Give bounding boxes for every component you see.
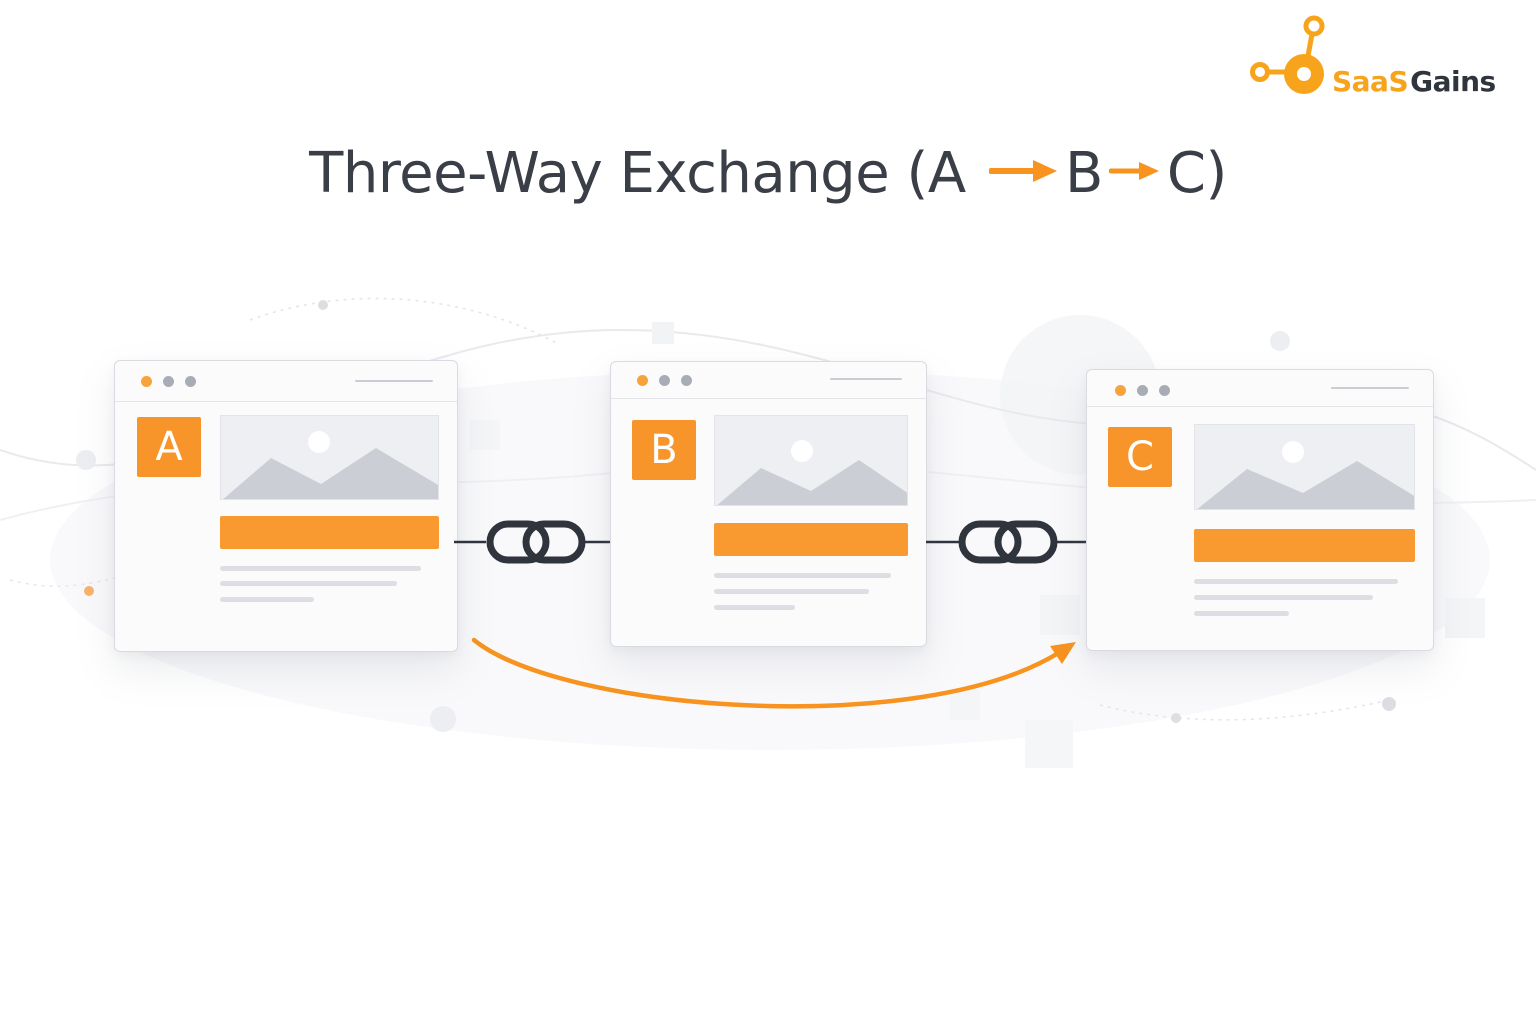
logo-text-saas: SaaS [1332,65,1409,98]
site-card-b: B [610,361,927,647]
site-label-badge: B [632,420,696,480]
browser-toolbar [611,362,926,399]
right-arrow-icon-2 [1108,161,1159,180]
window-dot-icon [637,375,648,386]
text-line [714,605,795,610]
text-line [220,597,314,602]
address-bar-line [355,380,433,382]
title-middle: B [1064,141,1103,206]
text-line [1194,579,1398,584]
text-line [1194,595,1373,600]
title-prefix: Three-Way Exchange (A [309,141,966,206]
window-dot-icon [141,376,152,387]
window-dot-icon [681,375,692,386]
cta-bar [714,523,908,556]
window-dot-icon [1137,385,1148,396]
window-dot-icon [1115,385,1126,396]
image-placeholder-icon [714,415,908,506]
title-suffix: C) [1166,141,1227,206]
right-arrow-icon [988,159,1057,182]
address-bar-line [830,378,902,380]
cta-bar [220,516,439,549]
address-bar-line [1331,387,1409,389]
logo-wordmark: SaaSGains [1332,68,1496,96]
site-label-badge: A [137,417,201,477]
image-placeholder-icon [1194,424,1415,510]
browser-toolbar [1087,370,1433,407]
text-line [220,566,421,571]
logo-network-icon [1250,15,1325,94]
page-title: Three-Way Exchange (A B C) [0,138,1536,210]
window-dot-icon [1159,385,1170,396]
window-dot-icon [185,376,196,387]
text-line [1194,611,1289,616]
logo-text-gains: Gains [1410,65,1496,98]
site-card-c: C [1086,369,1434,651]
site-label-badge: C [1108,427,1172,487]
saasgains-logo: SaaSGains [1246,14,1516,98]
text-line [714,589,869,594]
browser-toolbar [115,361,457,402]
link-chain-icon [926,520,1086,564]
window-dot-icon [163,376,174,387]
text-line [714,573,891,578]
image-placeholder-icon [220,415,439,500]
cta-bar [1194,529,1415,562]
text-line [220,581,397,586]
link-chain-icon [454,520,612,564]
site-card-a: A [114,360,458,652]
window-dot-icon [659,375,670,386]
